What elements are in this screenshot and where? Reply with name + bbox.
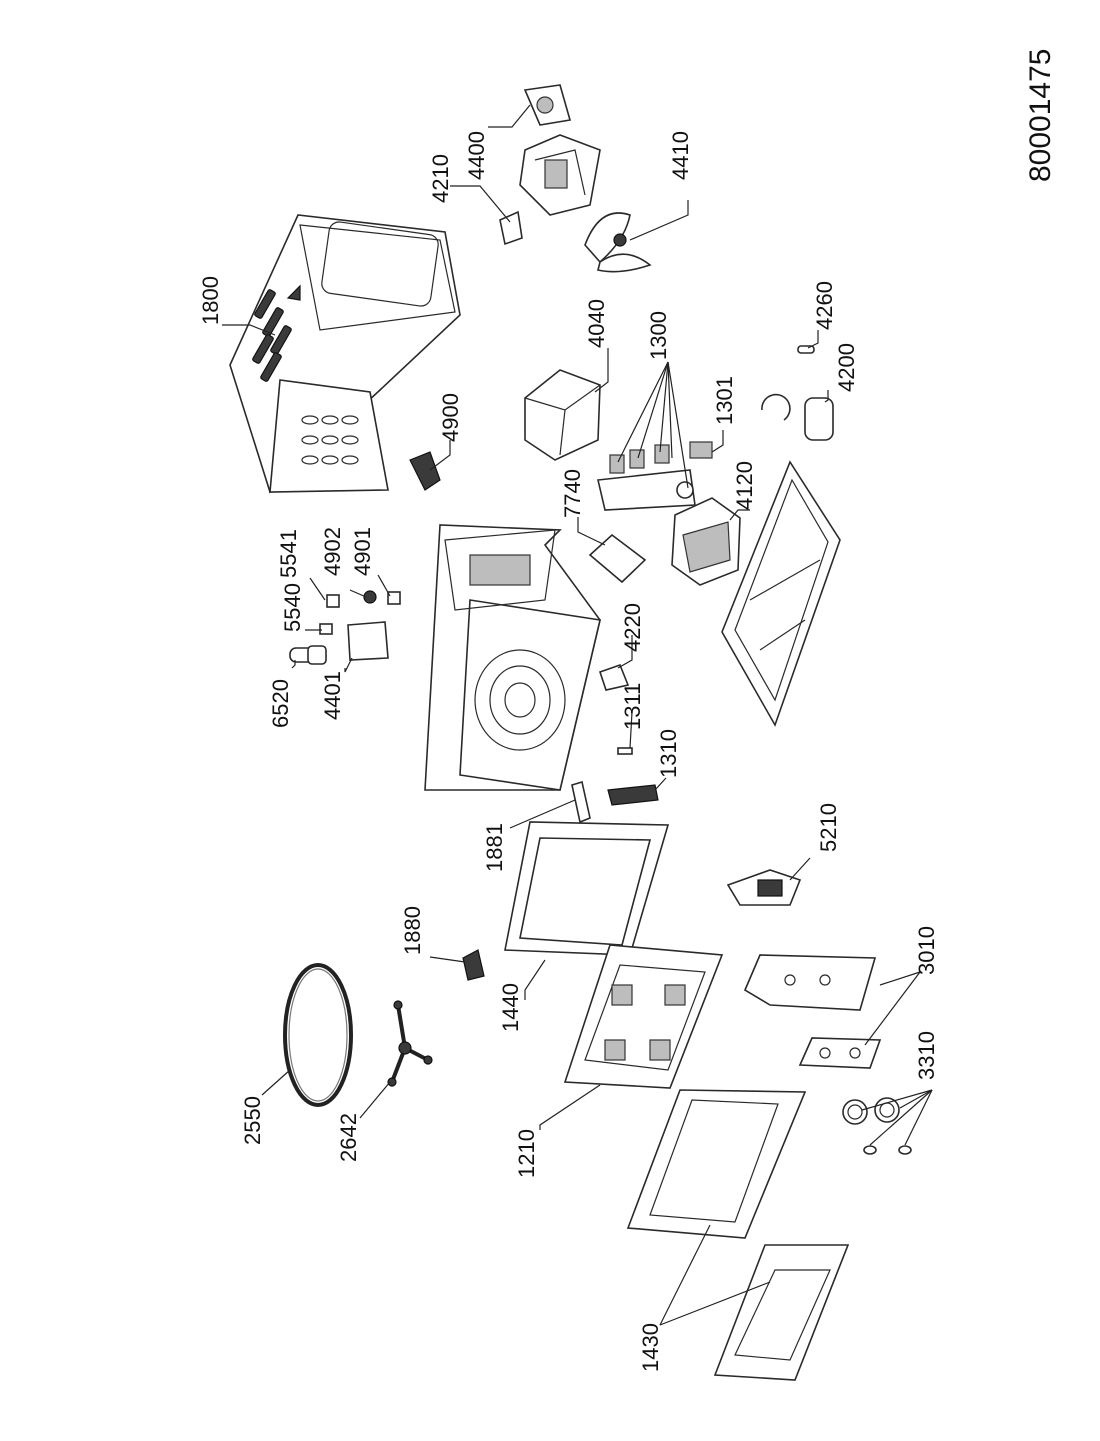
label-4401: 4401	[320, 671, 345, 720]
label-6520: 6520	[268, 679, 293, 728]
part-2642-roller-support	[387, 1000, 433, 1087]
label-1311: 1311	[620, 683, 645, 730]
part-fan-motor	[519, 134, 601, 216]
part-5540	[319, 623, 333, 635]
part-4120-magnetron	[671, 497, 741, 586]
part-1311	[617, 747, 633, 755]
part-4901	[387, 591, 401, 605]
label-4901: 4901	[350, 527, 375, 576]
label-1300: 1300	[646, 311, 671, 360]
part-base-plate	[721, 460, 841, 727]
label-4260: 4260	[812, 281, 837, 330]
label-1310: 1310	[656, 729, 681, 778]
part-1430-door-glass	[713, 1244, 850, 1381]
part-4210-bracket	[499, 210, 523, 246]
label-4400: 4400	[464, 131, 489, 180]
part-door-outer	[626, 1089, 807, 1239]
part-1881	[571, 780, 591, 824]
part-1301-switch	[689, 441, 713, 459]
part-4902	[363, 590, 377, 604]
label-2550: 2550	[240, 1096, 265, 1145]
label-1210: 1210	[514, 1129, 539, 1178]
label-2642: 2642	[336, 1113, 361, 1162]
part-4401	[347, 621, 389, 661]
part-1440-door-frame	[504, 821, 670, 956]
part-7740-cover	[588, 533, 647, 584]
part-4400-fan-bracket	[523, 84, 572, 126]
part-5210	[726, 869, 802, 906]
label-1440: 1440	[498, 983, 523, 1032]
part-3010-control-panel	[743, 954, 877, 1011]
label-4410: 4410	[668, 131, 693, 180]
label-5540: 5540	[280, 583, 305, 632]
label-5210: 5210	[816, 803, 841, 852]
label-1800: 1800	[198, 276, 223, 325]
label-1301: 1301	[712, 376, 737, 425]
label-4210: 4210	[428, 154, 453, 203]
label-4220: 4220	[620, 603, 645, 652]
part-4040-transformer	[524, 369, 601, 461]
part-number-labels: 4210 4400 4410 1800 4040 1300 4260 4200 …	[198, 131, 939, 1372]
part-1210-door	[563, 944, 724, 1089]
part-3310-knobs	[842, 1097, 912, 1155]
label-7740: 7740	[560, 469, 585, 518]
part-1310	[607, 784, 659, 806]
label-4900: 4900	[438, 393, 463, 442]
part-6520-lamp	[289, 645, 327, 665]
label-1881: 1881	[482, 823, 507, 872]
part-1800-cabinet-cover	[229, 214, 461, 494]
part-3010-plate	[798, 1037, 882, 1069]
part-4260	[797, 345, 815, 354]
label-4902: 4902	[320, 527, 345, 576]
label-1880: 1880	[400, 906, 425, 955]
label-4120: 4120	[732, 461, 757, 510]
label-3310: 3310	[914, 1031, 939, 1080]
part-1300-switches	[597, 444, 696, 511]
label-4040: 4040	[584, 299, 609, 348]
document-number: 80001475	[1024, 49, 1057, 182]
part-4200-capacitor	[761, 393, 834, 441]
part-5541	[326, 594, 340, 608]
label-5541: 5541	[276, 529, 301, 578]
label-4200: 4200	[834, 343, 859, 392]
part-4900	[409, 451, 441, 491]
part-4220	[598, 663, 630, 691]
label-3010: 3010	[914, 926, 939, 975]
label-1430: 1430	[638, 1323, 663, 1372]
part-2550-turntable-ring	[283, 963, 353, 1107]
part-1880	[462, 949, 485, 981]
part-cavity	[424, 524, 601, 791]
leader-lines	[222, 104, 933, 1326]
part-4410-fan-blade	[584, 212, 652, 273]
